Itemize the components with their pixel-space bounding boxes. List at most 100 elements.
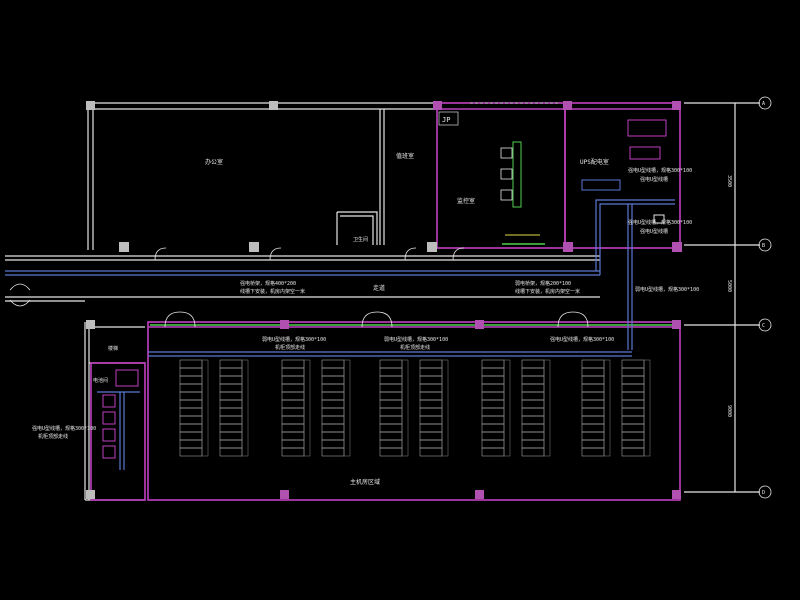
- note-right: 弱电U型线槽，规格300*100: [635, 286, 699, 293]
- note-corridor-1: 强电桥架，规格400*200: [240, 280, 296, 287]
- server-rack: [581, 447, 605, 457]
- server-rack: [521, 415, 545, 425]
- server-rack: [419, 407, 443, 417]
- server-rack: [419, 391, 443, 401]
- server-rack: [621, 359, 645, 369]
- server-rack: [621, 383, 645, 393]
- server-rack: [379, 447, 403, 457]
- server-rack: [179, 407, 203, 417]
- rack-aisle: [603, 359, 611, 457]
- server-rack: [581, 359, 605, 369]
- rack-aisle: [303, 359, 311, 457]
- server-rack: [481, 367, 505, 377]
- server-rack: [581, 423, 605, 433]
- server-rack: [419, 399, 443, 409]
- server-rack: [281, 415, 305, 425]
- server-rack: [281, 399, 305, 409]
- server-rack: [379, 431, 403, 441]
- server-rack: [621, 407, 645, 417]
- server-rack: [219, 367, 243, 377]
- server-rack: [481, 431, 505, 441]
- server-rack: [621, 423, 645, 433]
- server-rack: [219, 359, 243, 369]
- server-rack: [281, 407, 305, 417]
- server-rack: [521, 447, 545, 457]
- server-rack: [219, 447, 243, 457]
- server-rack: [521, 423, 545, 433]
- server-rack: [179, 359, 203, 369]
- server-rack: [219, 415, 243, 425]
- svg-text:A: A: [762, 101, 765, 107]
- server-rack: [281, 423, 305, 433]
- server-rack: [219, 423, 243, 433]
- server-rack: [179, 383, 203, 393]
- server-rack: [521, 407, 545, 417]
- server-rack: [419, 415, 443, 425]
- server-rack: [481, 399, 505, 409]
- rack-aisle: [503, 359, 511, 457]
- server-rack: [379, 423, 403, 433]
- server-rack: [481, 391, 505, 401]
- outer-walls: [5, 102, 760, 501]
- columns: [86, 101, 682, 499]
- server-rack: [379, 439, 403, 449]
- note-corridor-3: 弱电桥架，规格200*100: [515, 280, 571, 287]
- note-main-2: 弱电U型线槽，规格300*100: [384, 336, 448, 343]
- server-rack: [419, 439, 443, 449]
- server-rack-rows: [179, 359, 651, 457]
- svg-text:9000: 9000: [726, 405, 732, 417]
- room-stair: 楼梯: [108, 345, 118, 352]
- server-rack: [179, 439, 203, 449]
- rack-aisle: [201, 359, 209, 457]
- server-rack: [581, 375, 605, 385]
- server-rack: [219, 407, 243, 417]
- server-rack: [521, 375, 545, 385]
- server-rack: [481, 359, 505, 369]
- monitor-desks: [470, 102, 560, 208]
- server-rack: [621, 375, 645, 385]
- server-rack: [179, 367, 203, 377]
- dimension-labels: 3500 5000 9000: [726, 175, 732, 417]
- server-rack: [481, 383, 505, 393]
- server-rack: [281, 447, 305, 457]
- server-rack: [521, 439, 545, 449]
- server-rack: [219, 399, 243, 409]
- note-main-3: 强电U型线槽，规格300*100: [550, 336, 614, 343]
- server-rack: [219, 383, 243, 393]
- server-rack: [281, 391, 305, 401]
- server-rack: [521, 367, 545, 377]
- rack-row-group: [581, 359, 651, 457]
- server-rack: [379, 391, 403, 401]
- note-main-1: 弱电U型线槽，规格300*100: [262, 336, 326, 343]
- room-main: 主机房区域: [350, 478, 380, 486]
- axis-markers: [758, 96, 772, 499]
- server-rack: [481, 423, 505, 433]
- server-rack: [481, 415, 505, 425]
- server-rack: [321, 383, 345, 393]
- machine-room-walls: [90, 102, 681, 501]
- room-office-b: 值班室: [396, 152, 414, 160]
- rack-row-group: [379, 359, 449, 457]
- server-rack: [481, 439, 505, 449]
- note-ups-3: 强电U型线槽，规格300*100: [628, 219, 692, 226]
- room-ups: UPS配电室: [580, 158, 609, 166]
- server-rack: [521, 359, 545, 369]
- server-rack: [321, 431, 345, 441]
- server-rack: [419, 367, 443, 377]
- note-corridor-2: 线槽下安装，机房内架空一米: [240, 288, 305, 295]
- server-rack: [219, 391, 243, 401]
- svg-text:C: C: [762, 323, 765, 329]
- server-rack: [521, 431, 545, 441]
- server-rack: [621, 391, 645, 401]
- server-rack: [379, 415, 403, 425]
- jp-logo: JP: [438, 111, 459, 126]
- battery-racks: [102, 369, 139, 459]
- server-rack: [621, 431, 645, 441]
- server-rack: [179, 391, 203, 401]
- server-rack: [621, 415, 645, 425]
- rack-aisle: [241, 359, 249, 457]
- svg-text:JP: JP: [442, 116, 450, 124]
- server-rack: [321, 391, 345, 401]
- server-rack: [581, 391, 605, 401]
- cable-trays: [5, 199, 675, 470]
